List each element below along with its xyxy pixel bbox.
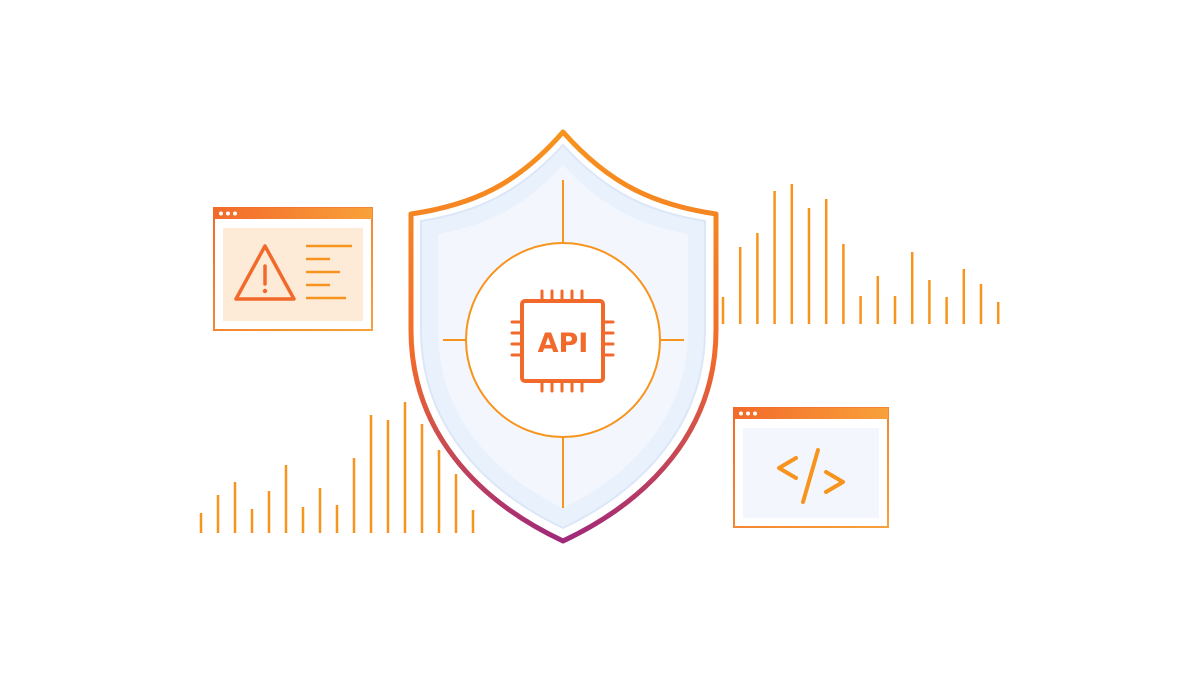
window-dot: [739, 411, 743, 416]
text-lines-icon: [306, 244, 352, 300]
bar-cluster-right: [721, 184, 1000, 324]
window-dot: [746, 411, 750, 416]
bar-cluster-left: [199, 402, 475, 533]
window-dot: [233, 211, 237, 216]
crosshair-lines: [443, 180, 684, 508]
window-dot: [226, 211, 230, 216]
warning-window: [213, 207, 373, 331]
window-dot: [753, 411, 757, 416]
warning-icon: [234, 244, 296, 301]
window-dot: [219, 211, 223, 216]
code-window: [733, 407, 889, 528]
api-chip-icon: API: [510, 289, 615, 393]
api-label: API: [538, 328, 589, 359]
code-brackets-icon: [777, 448, 845, 504]
